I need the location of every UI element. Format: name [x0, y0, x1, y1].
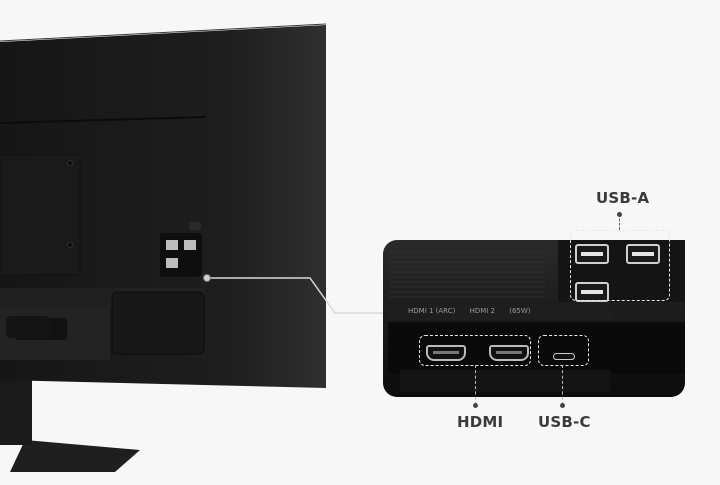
usb-c-leader — [562, 365, 563, 405]
usb-a-port-3 — [575, 282, 609, 302]
hdmi2-strip-label: HDMI 2 — [469, 307, 495, 315]
port-strip-labels: HDMI 1 (ARC) HDMI 2 (65W) — [408, 307, 531, 315]
hdmi-label: HDMI — [457, 413, 504, 431]
usb-a-port-1 — [575, 244, 609, 264]
usb-a-leader-dot — [617, 212, 622, 217]
hdmi-leader-dot — [473, 403, 478, 408]
usb-c-port — [553, 353, 575, 360]
usb-a-highlight — [570, 230, 670, 301]
usb-a-label: USB-A — [596, 189, 650, 207]
usb-c-label: USB-C — [538, 413, 591, 431]
hdmi-port-2 — [489, 345, 529, 361]
usbc-strip-label: (65W) — [509, 307, 531, 315]
usb-a-port-2 — [626, 244, 660, 264]
usb-c-leader-dot — [560, 403, 565, 408]
hdmi-port-1 — [426, 345, 466, 361]
usb-a-leader — [619, 214, 620, 230]
usb-c-highlight — [538, 335, 589, 366]
hdmi1-strip-label: HDMI 1 (ARC) — [408, 307, 456, 315]
hdmi-highlight — [419, 335, 531, 366]
hdmi-leader — [475, 365, 476, 405]
